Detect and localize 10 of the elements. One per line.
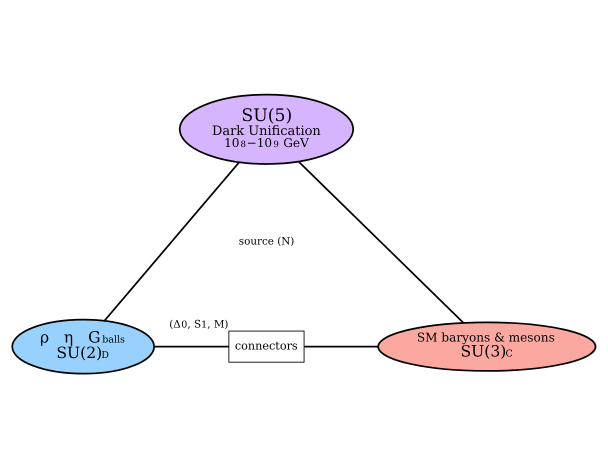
connector (304, 345, 378, 348)
node-box: connectors (228, 330, 304, 362)
node-ellipse: SU(5) Dark Unification 108−109 GeV (178, 93, 354, 164)
connector (154, 345, 229, 348)
node-ellipse: SM baryons & mesons SU(3)C (377, 321, 596, 372)
label: source (N) (238, 235, 294, 248)
connector (298, 160, 464, 323)
node-ellipse: ρ η Gballs SU(2)D (11, 318, 155, 374)
connector (104, 161, 240, 321)
node-label: (Δ0, S1, M) (169, 318, 228, 330)
